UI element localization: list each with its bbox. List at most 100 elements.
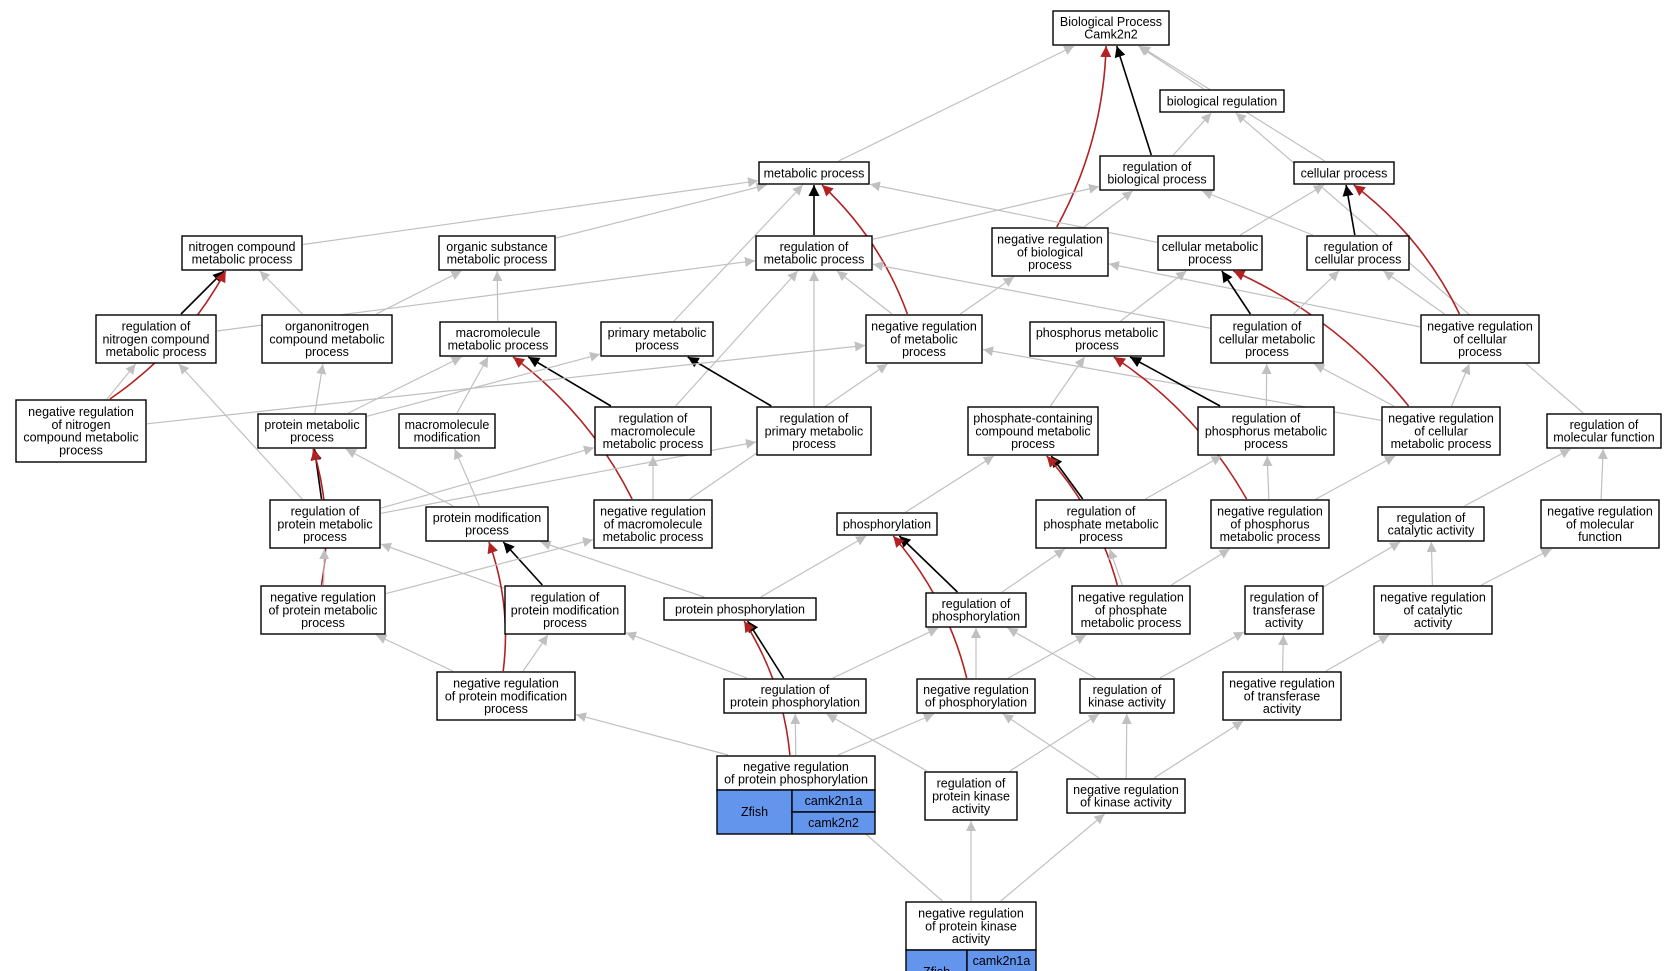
node-label-line: protein kinase [932,789,1010,803]
node-label-line: activity [952,932,991,946]
node-label-line: of protein metabolic [268,603,377,617]
edge-is-a-rprmp-to-rncmp [178,363,303,500]
go-term-node-cp[interactable]: cellular process [1293,161,1395,185]
edge-negatively-regulates-nrphmp-to-phmp [1113,356,1248,500]
node-box [438,235,556,271]
node-label-line: activity [1414,616,1453,630]
edge-is-a-nrpcmp-to-nrphmp [1171,548,1230,586]
node-label-line: regulation of [1397,511,1466,525]
node-box [663,597,817,621]
node-label-line: regulation of [291,505,360,519]
node-box [1099,155,1215,191]
go-term-node-mp[interactable]: metabolic process [758,161,870,185]
edge-part-of-rpcmp-to-pccmp [1050,455,1084,500]
node-label-line: process [1458,345,1502,359]
node-label-line: negative regulation [1217,505,1323,519]
edge-is-a-phos-to-pccmp [905,455,995,513]
node-label-line: of phosphate [1095,603,1167,617]
edge-is-a-phmp-to-cmp [1120,270,1187,322]
node-label-line: regulation of [942,597,1011,611]
node-box [1293,161,1395,185]
go-term-node-breg[interactable]: biological regulation [1159,89,1285,113]
gene-cell[interactable] [966,949,1037,971]
node-label-line: activity [1265,616,1304,630]
go-term-node-pphos[interactable]: protein phosphorylation [663,597,817,621]
edge-is-a-cmp-to-cp [1239,184,1325,236]
node-label-line: negative regulation [743,760,849,774]
edge-is-a-pmod-to-prmp [345,448,454,507]
node-label-line: compound metabolic [975,424,1090,438]
gene-cell[interactable] [791,811,876,835]
edge-is-a-nrncmp-to-nrmp [146,341,866,425]
node-label-line: process [305,345,349,359]
node-box [593,499,713,549]
node-box [1029,321,1165,357]
node-label-line: compound metabolic [23,431,138,445]
node-box [1381,406,1501,456]
node-box [1071,585,1191,635]
node-box [925,592,1027,628]
node-label-line: organic substance [446,240,548,254]
node-box [1197,406,1335,456]
node-label-line: negative regulation [923,683,1029,697]
edge-is-a-rmmp-to-rmp [675,270,799,407]
gene-label: camk2n1a [805,794,863,808]
node-label-line: negative regulation [1427,320,1533,334]
node-label-line: metabolic process [192,253,293,267]
node-label-line: of molecular [1566,517,1634,531]
go-term-node-phos[interactable]: phosphorylation [836,512,938,536]
node-label-line: regulation of [531,591,600,605]
edge-is-a-rbp-to-breg [1172,112,1212,156]
gene-label: camk2n1a [973,954,1031,968]
organism-cell [905,949,968,971]
node-label-line: regulation of [122,320,191,334]
